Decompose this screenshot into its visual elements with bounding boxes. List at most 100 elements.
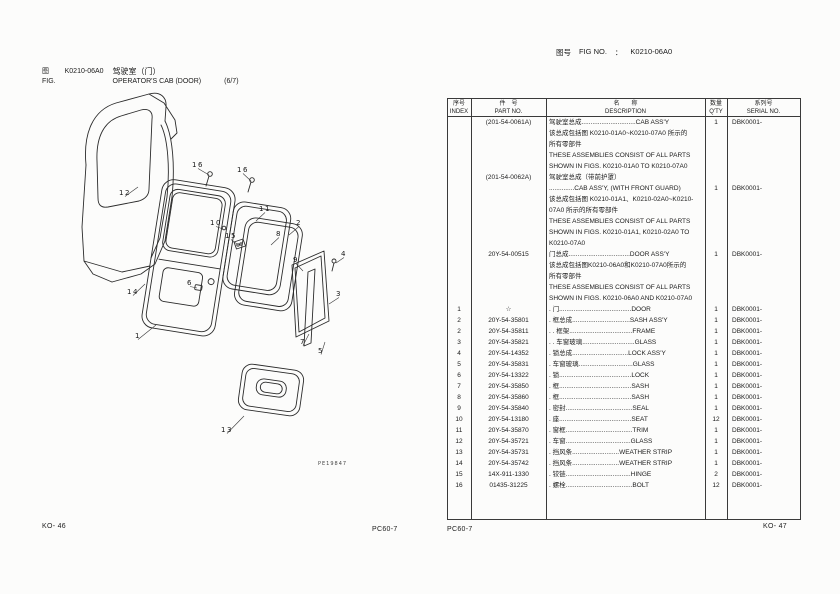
- col-header-desc: 名 称 DESCRIPTION: [546, 99, 705, 116]
- cab-outline: [81, 92, 178, 283]
- callout-leader: [132, 283, 146, 296]
- cell-qty: [705, 293, 727, 304]
- cell-index: [447, 117, 471, 128]
- cell-desc: . 框.....................................…: [549, 394, 650, 401]
- cell-serial: DBK0001-: [732, 482, 762, 489]
- cell-desc: . 车窗....................................…: [549, 438, 653, 445]
- cell-index: [447, 227, 471, 238]
- col-header-part: 件 号 PART NO.: [471, 99, 546, 116]
- fig-no-value: K0210-06A0: [630, 47, 673, 56]
- cell-serial: [727, 172, 800, 183]
- callout-leader: [215, 226, 224, 230]
- cell-qty: [705, 150, 727, 161]
- cell-qty: 1: [714, 372, 718, 379]
- cell-index: [447, 238, 471, 249]
- cell-index: [447, 216, 471, 227]
- cell-part: (201-54-0062A): [485, 174, 532, 181]
- cell-part: 20Y-54-35870: [488, 427, 529, 434]
- left-page-number: KO- 46: [42, 523, 66, 530]
- table-row: (201-54-0062A)驾驶室总成（带前护罩）: [447, 172, 801, 183]
- cell-part: 20Y-54-35831: [488, 361, 529, 368]
- cell-desc: . 窗框....................................…: [549, 427, 649, 434]
- callout-number: 4: [341, 250, 347, 258]
- col-header-index-en: INDEX: [449, 108, 469, 115]
- callout-leader: [226, 415, 245, 434]
- col-header-part-cn: 件 号: [499, 100, 518, 107]
- left-model-code: PC60-7: [372, 526, 398, 533]
- cell-part: 20Y-54-35850: [488, 383, 529, 390]
- fig-title-en: OPERATOR'S CAB (DOOR): [112, 78, 202, 85]
- callout-leader: [328, 297, 340, 305]
- cell-desc: SHOWN IN FIGS. K0210-01A1, K0210-02A0 TO: [549, 229, 690, 236]
- table-row: 07A0 所示的所有零部件: [447, 205, 801, 216]
- col-header-part-en: PART NO.: [494, 108, 523, 115]
- cell-desc: . 铰链....................................…: [549, 471, 652, 478]
- cell-part: [471, 161, 546, 172]
- col-header-desc-cn: 名 称: [613, 100, 638, 107]
- callout-number: 10: [210, 219, 222, 227]
- hinge-icon: [233, 238, 246, 250]
- cell-serial: DBK0001-: [732, 361, 762, 368]
- cell-desc: 该总成包括图 K0210-01A0~K0210-07A0 所示的: [549, 130, 688, 137]
- cell-desc: ..............CAB ASS'Y, (WITH FRONT GUA…: [549, 185, 681, 192]
- col-header-index-cn: 序号: [452, 100, 465, 107]
- sheet-number: (6/7): [224, 78, 239, 85]
- cell-desc: THESE ASSEMBLIES CONSIST OF ALL PARTS: [549, 218, 691, 225]
- fig-title-cn: 驾驶室（门）: [112, 67, 161, 76]
- callout-number: 8: [276, 230, 282, 238]
- table-row: ..............CAB ASS'Y, (WITH FRONT GUA…: [447, 183, 801, 194]
- cell-index: 2: [457, 328, 461, 335]
- cell-index: [447, 150, 471, 161]
- cell-part: 20Y-54-35801: [488, 317, 529, 324]
- cell-qty: 1: [714, 361, 718, 368]
- drawing-ref: PE19847: [318, 461, 347, 467]
- cell-qty: 1: [714, 449, 718, 456]
- cell-part: 20Y-54-35840: [488, 405, 529, 412]
- cell-part: [471, 260, 546, 271]
- cell-serial: [727, 260, 800, 271]
- cell-qty: 1: [714, 460, 718, 467]
- cell-serial: DBK0001-: [732, 251, 762, 258]
- col-header-desc-en: DESCRIPTION: [604, 108, 646, 115]
- callout-leader: [242, 173, 252, 182]
- table-row: 1☆. 门...................................…: [447, 304, 801, 315]
- cell-index: 4: [457, 350, 461, 357]
- cell-index: 8: [457, 394, 461, 401]
- door-panel: [141, 179, 236, 337]
- cell-qty: 1: [714, 306, 718, 313]
- cell-index: 15: [455, 471, 463, 478]
- cell-qty: 1: [714, 328, 718, 335]
- cell-qty: [705, 271, 727, 282]
- cell-desc: 门总成..................................DOO…: [549, 251, 670, 258]
- cell-serial: [727, 293, 800, 304]
- cell-part: 20Y-54-35731: [488, 449, 529, 456]
- fig-label-en: FIG.: [42, 78, 56, 85]
- cell-desc: 所有零部件: [549, 273, 582, 280]
- cell-desc: . . 车窗玻璃.............................GLA…: [549, 339, 657, 346]
- cell-desc: 该总成包括图 K0210-01A1、K0210-02A0~K0210-: [549, 196, 694, 203]
- cell-index: [447, 183, 471, 194]
- cell-qty: [705, 172, 727, 183]
- table-row: SHOWN IN FIGS. K0210-01A1, K0210-02A0 TO: [447, 227, 801, 238]
- table-row: THESE ASSEMBLIES CONSIST OF ALL PARTS: [447, 150, 801, 161]
- fig-title: 驾驶室（门） OPERATOR'S CAB (DOOR): [113, 67, 202, 87]
- cell-qty: [705, 282, 727, 293]
- cell-serial: [727, 139, 800, 150]
- cell-qty: [705, 227, 727, 238]
- glass-pane: [291, 250, 330, 338]
- cell-desc: THESE ASSEMBLIES CONSIST OF ALL PARTS: [549, 284, 691, 291]
- cell-desc: . 挡风条..........................WEATHER S…: [549, 460, 673, 467]
- cell-index: 1: [457, 306, 461, 313]
- table-row: K0210-07A0: [447, 238, 801, 249]
- cell-qty: 1: [714, 317, 718, 324]
- window-frame-a: [222, 201, 292, 296]
- cell-part: [471, 150, 546, 161]
- cell-desc: . 框.....................................…: [549, 383, 650, 390]
- lock-icon: [194, 284, 203, 291]
